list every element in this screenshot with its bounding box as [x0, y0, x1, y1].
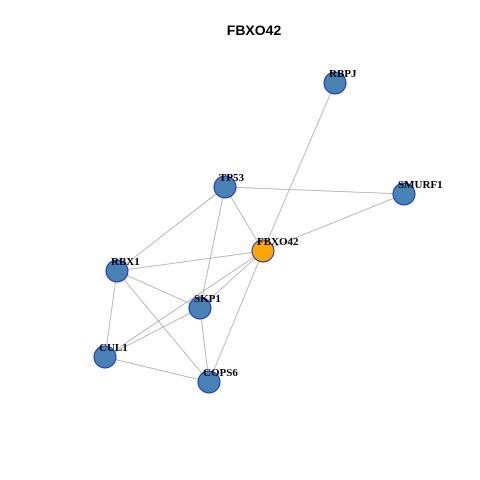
edge-fbxo42-skp1: [199, 250, 264, 309]
node-label-rbpj: RBPJ: [329, 68, 357, 80]
node-smurf1[interactable]: [392, 182, 416, 206]
edge-tp53-skp1: [199, 186, 226, 309]
edge-rbx1-skp1: [116, 270, 201, 309]
edge-tp53-rbx1: [116, 186, 226, 272]
edge-layer: [104, 82, 405, 383]
edge-fbxo42-cul1: [104, 250, 264, 358]
node-label-tp53: TP53: [219, 172, 245, 184]
node-tp53[interactable]: [213, 175, 237, 199]
node-layer: [93, 71, 416, 394]
edge-fbxo42-cops6: [208, 250, 264, 383]
edge-skp1-cops6: [199, 307, 210, 383]
edge-rbx1-cul1: [104, 270, 118, 358]
node-label-cops6: COPS6: [203, 367, 238, 379]
node-label-rbx1: RBX1: [111, 256, 140, 268]
node-rbpj[interactable]: [323, 71, 347, 95]
node-label-skp1: SKP1: [194, 293, 221, 305]
edge-tp53-fbxo42: [224, 186, 264, 252]
edge-smurf1-fbxo42: [262, 193, 405, 252]
node-label-cul1: CUL1: [99, 342, 128, 354]
edge-smurf1-tp53: [224, 186, 405, 195]
node-fbxo42[interactable]: [251, 239, 275, 263]
edge-cul1-cops6: [104, 356, 210, 383]
node-cops6[interactable]: [197, 370, 221, 394]
node-label-smurf1: SMURF1: [398, 179, 443, 191]
node-label-fbxo42: FBXO42: [257, 236, 299, 248]
edge-skp1-cul1: [104, 307, 201, 358]
node-rbx1[interactable]: [105, 259, 129, 283]
node-skp1[interactable]: [188, 296, 212, 320]
node-cul1[interactable]: [93, 345, 117, 369]
edge-rbx1-cops6: [116, 270, 210, 383]
edge-rbpj-fbxo42: [262, 82, 336, 252]
diagram-title: FBXO42: [227, 22, 282, 38]
edge-fbxo42-rbx1: [116, 250, 264, 272]
